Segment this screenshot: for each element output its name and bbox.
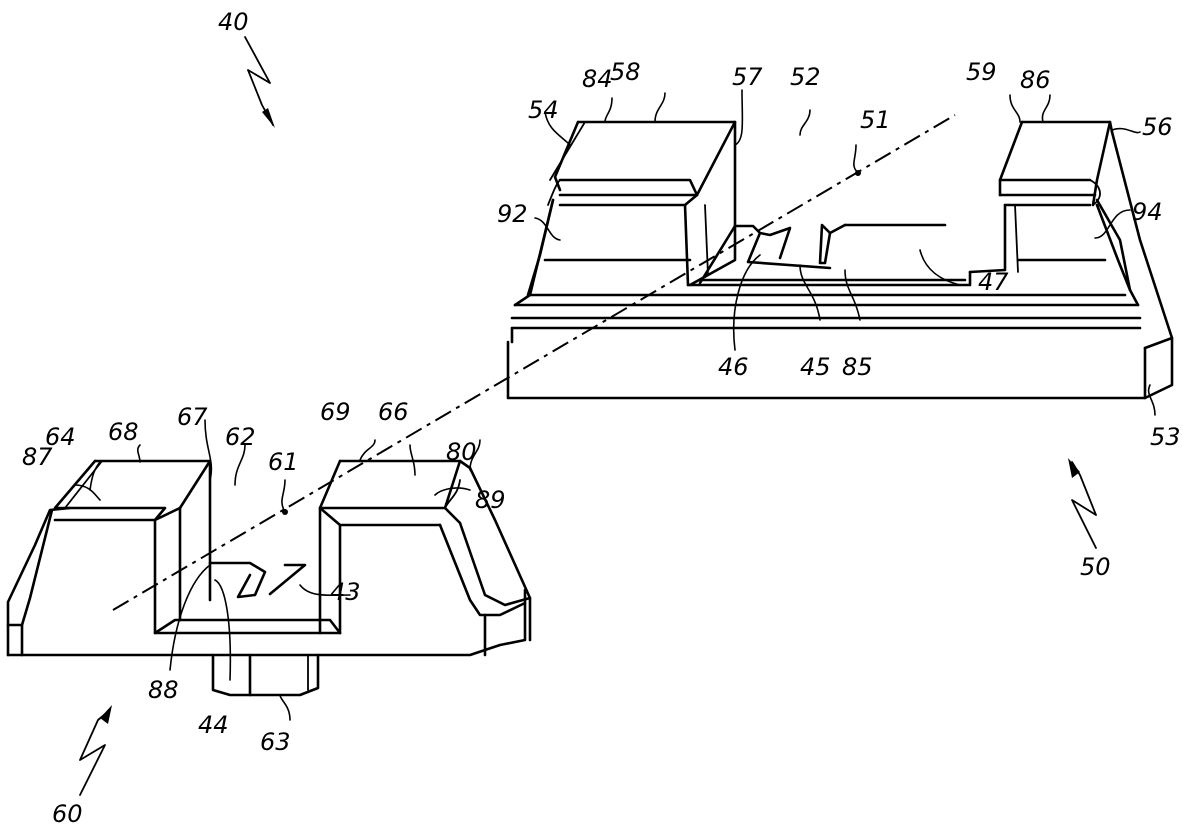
alignment-axis-80 — [112, 114, 956, 611]
ref-86: 86 — [1020, 66, 1051, 94]
ref-51: 51 — [860, 106, 891, 134]
ref-80: 80 — [446, 438, 477, 466]
lower-left-tower — [93, 459, 212, 602]
arrowhead-icon — [1068, 458, 1080, 478]
ref-92: 92 — [497, 200, 528, 228]
ref-40: 40 — [218, 8, 249, 36]
ref-45: 45 — [800, 353, 831, 381]
stem-63 — [211, 653, 320, 697]
ref-69: 69 — [320, 398, 351, 426]
ref-50: 50 — [1080, 553, 1111, 581]
upper-block-50 — [506, 120, 1174, 400]
ref-66: 66 — [378, 398, 409, 426]
ref-60: 60 — [52, 800, 83, 828]
left-tower — [576, 120, 737, 287]
leader-lines — [74, 89, 1156, 721]
ref-57: 57 — [732, 63, 763, 91]
ref-62: 62 — [225, 423, 256, 451]
notch-45 — [818, 223, 832, 265]
lower-left-shoulder — [6, 506, 72, 657]
ref-56: 56 — [1142, 113, 1173, 141]
component-arrow-50 — [1068, 458, 1097, 549]
ref-84: 84 — [582, 65, 613, 93]
assembly-arrow-40 — [244, 36, 275, 128]
ref-89: 89 — [475, 486, 506, 514]
ref-44: 44 — [198, 711, 229, 739]
base-slab — [506, 340, 1147, 400]
ref-85: 85 — [842, 353, 873, 381]
ref-67: 67 — [177, 403, 208, 431]
ref-64: 64 — [45, 423, 76, 451]
right-tower — [1020, 120, 1114, 134]
component-arrow-60 — [79, 705, 112, 796]
ref-68: 68 — [108, 418, 139, 446]
ref-87: 87 — [22, 443, 53, 471]
ref-63: 63 — [260, 728, 291, 756]
ref-88: 88 — [148, 676, 179, 704]
ref-47: 47 — [978, 268, 1009, 296]
ref-52: 52 — [790, 63, 821, 91]
ref-58: 58 — [610, 58, 641, 86]
ref-53: 53 — [1150, 423, 1181, 451]
ref-46: 46 — [718, 353, 749, 381]
lower-block-60 — [6, 459, 532, 697]
ref-61: 61 — [268, 448, 299, 476]
arrowhead-icon — [100, 705, 112, 724]
ref-59: 59 — [966, 58, 997, 86]
arrowhead-icon — [262, 108, 275, 128]
ref-54: 54 — [528, 96, 559, 124]
ref-94: 94 — [1132, 198, 1163, 226]
ref-43: 43 — [330, 578, 361, 606]
reference-numerals: 40 50 60 54 84 58 57 52 51 59 86 56 92 9… — [22, 8, 1181, 828]
